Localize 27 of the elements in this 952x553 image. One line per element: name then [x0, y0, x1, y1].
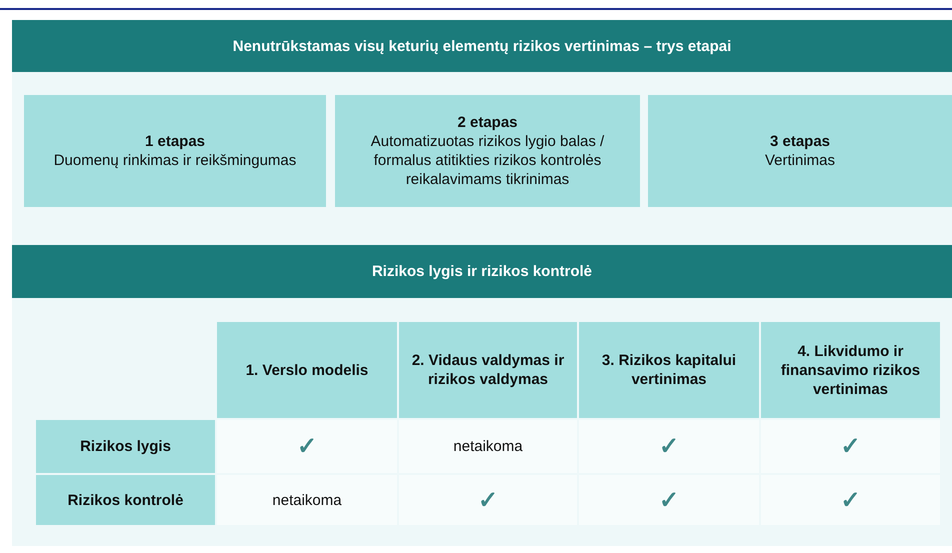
section-title: Rizikos lygis ir rizikos kontrolė: [372, 263, 592, 280]
cell-text: netaikoma: [453, 437, 523, 456]
stage-description: Vertinimas: [764, 151, 836, 170]
stage-box: [335, 95, 640, 207]
section-title: Nenutrūkstamas visų keturių elementų rizikos vertinimas – trys etapai: [232, 38, 732, 54]
check-mark: ✓: [840, 490, 860, 510]
header-band: [12, 20, 952, 72]
check-mark: ✓: [840, 437, 860, 456]
cell-text: 4. Likvidumo ir finansavimo rizikos vertinimas: [780, 342, 922, 398]
cell-text: netaikoma: [272, 490, 342, 510]
check-mark: ✓: [659, 490, 679, 510]
stage-heading: 3 etapas: [770, 132, 830, 151]
stage-description: Duomenų rinkimas ir reikšmingumas: [54, 151, 296, 170]
cell-text: 1. Verslo modelis: [246, 360, 368, 380]
stage-box: [648, 95, 952, 207]
cell-text: 2. Vidaus valdymas ir rizikos valdymas: [410, 351, 566, 389]
check-mark: ✓: [659, 437, 679, 456]
stage-heading: 1 etapas: [144, 132, 206, 151]
cell-text: 3. Rizikos kapitalui vertinimas: [600, 351, 738, 389]
stage-box: [24, 95, 326, 207]
cell-text: Rizikos lygis: [80, 437, 171, 456]
stage-heading: 2 etapas: [457, 113, 518, 132]
cell-text: Rizikos kontrolė: [68, 490, 184, 510]
header-band: [12, 245, 952, 298]
stage-description: Automatizuotas rizikos lygio balas / formalus atitikties rizikos kontrolės reikalavimams tikrinimas: [370, 132, 606, 189]
check-mark: ✓: [478, 490, 498, 510]
check-mark: ✓: [297, 437, 317, 456]
